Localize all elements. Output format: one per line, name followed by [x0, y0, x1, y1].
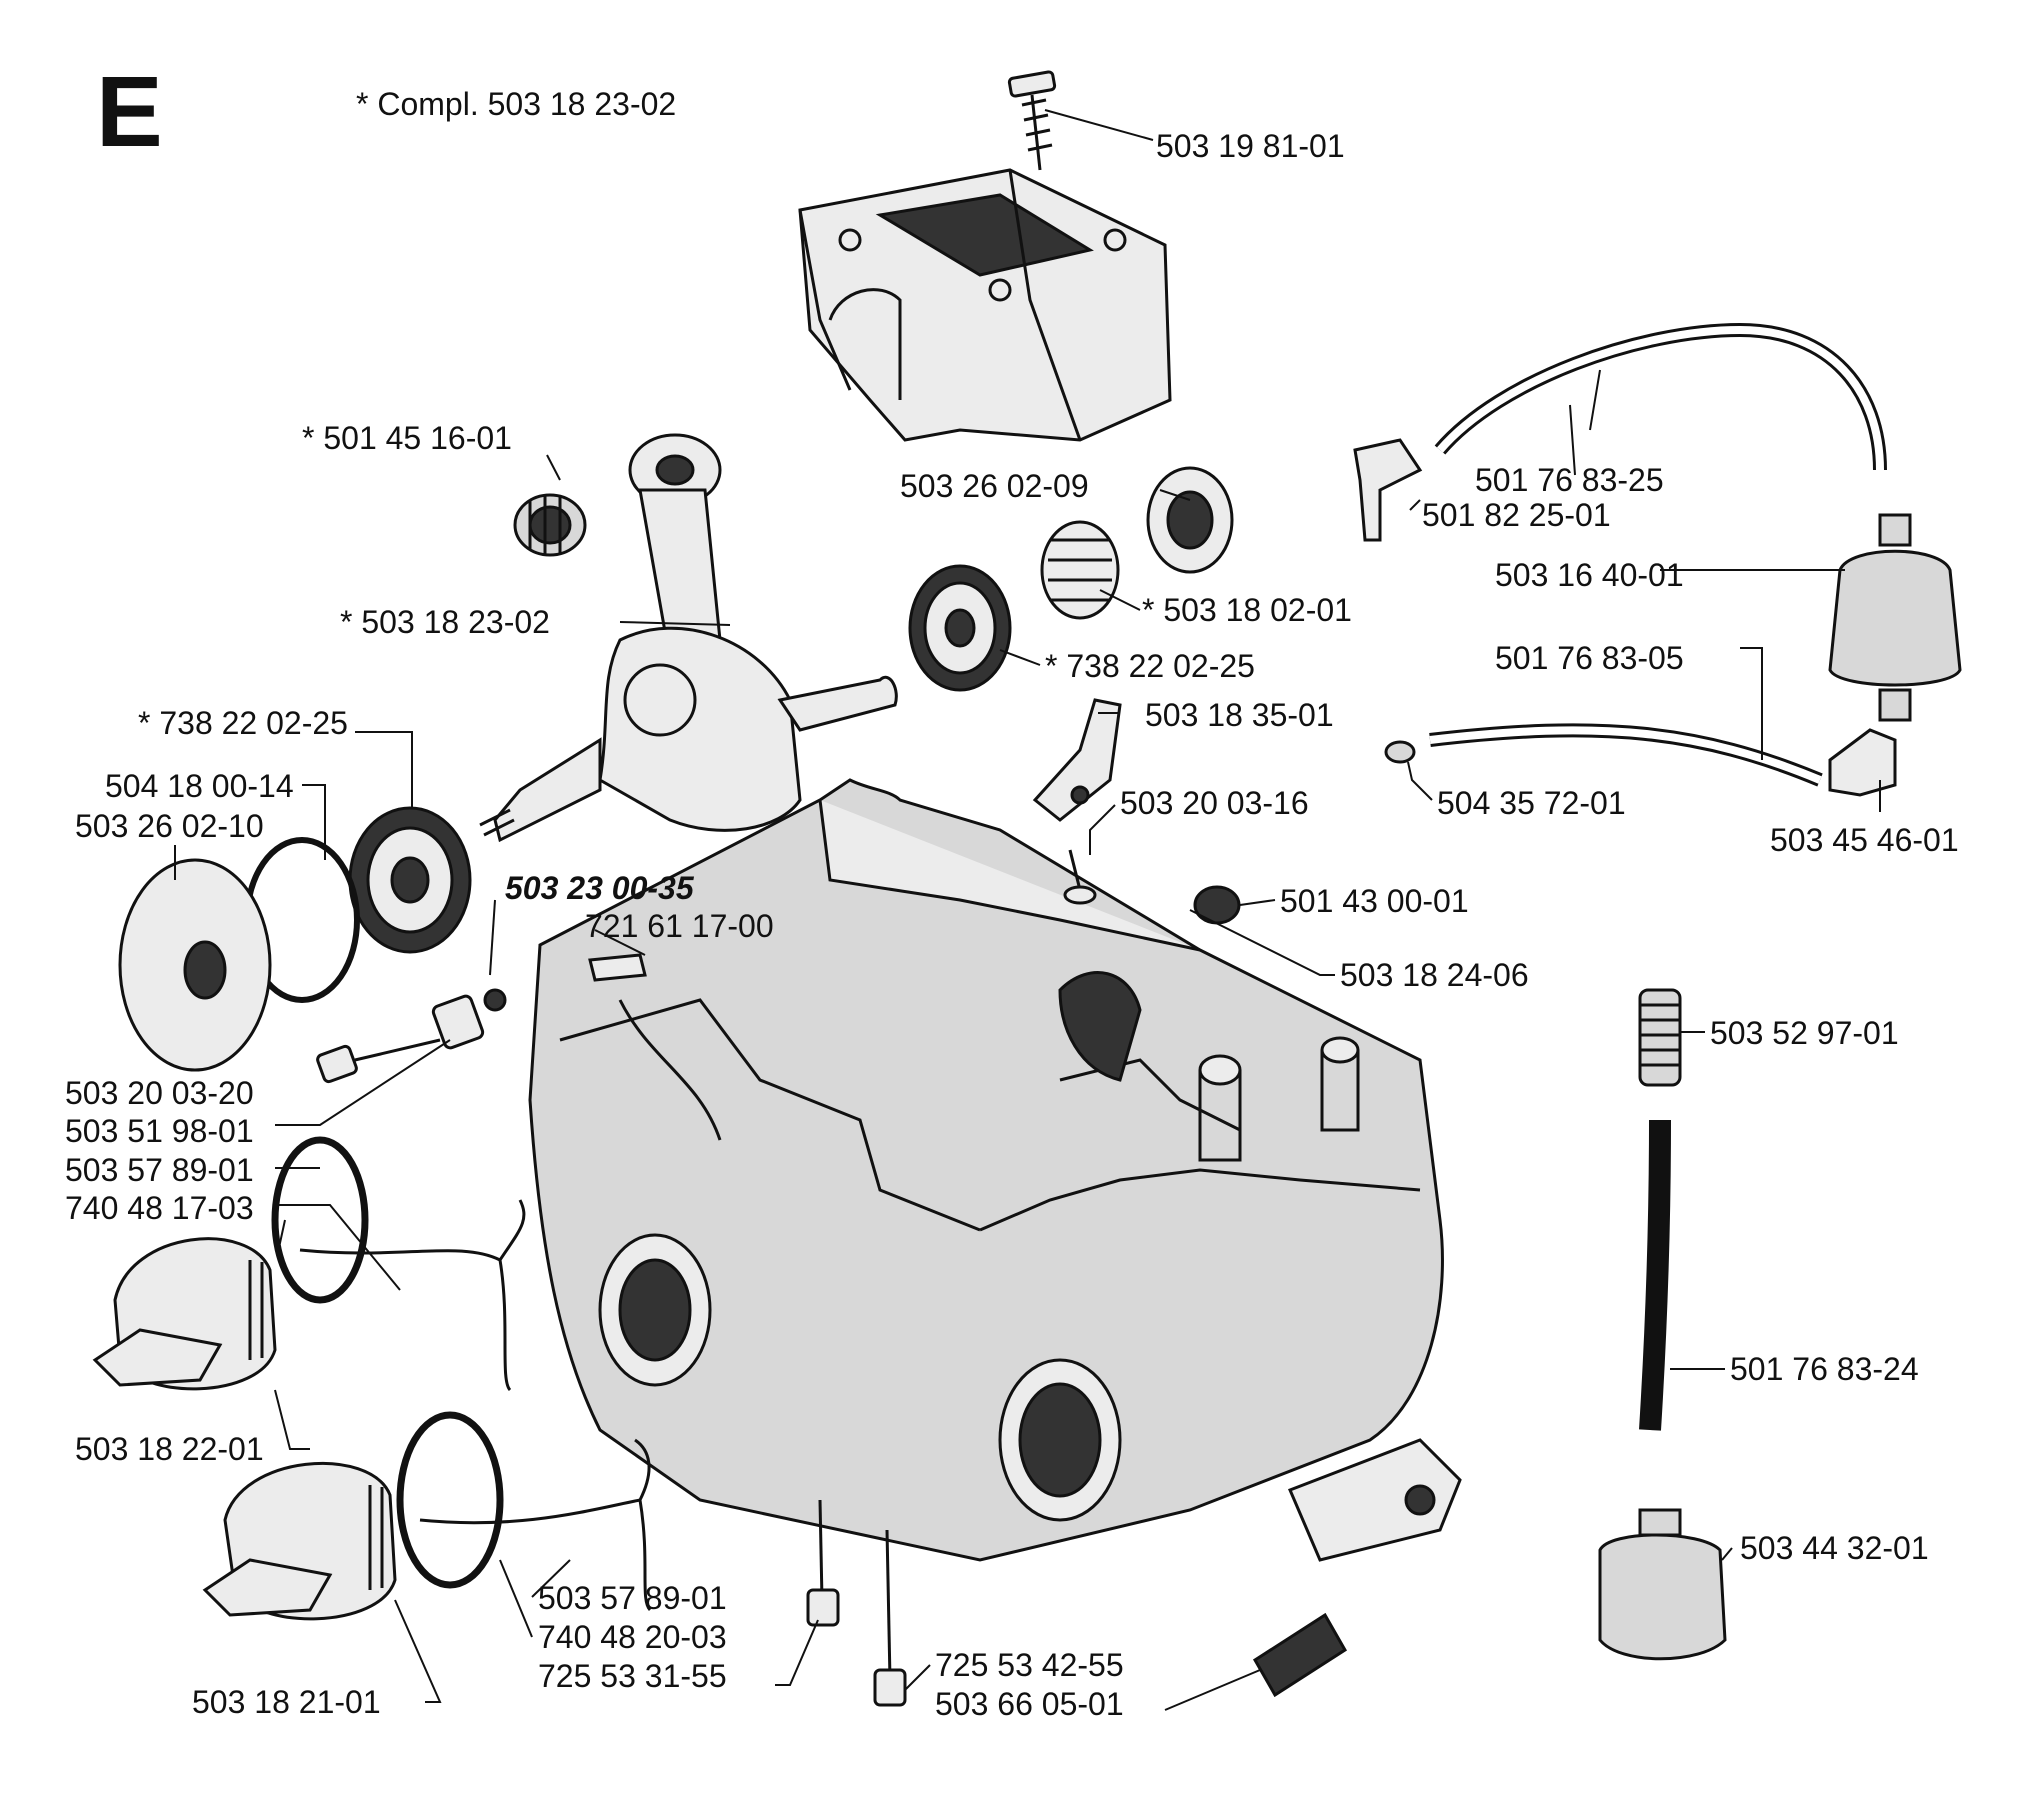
label-503-18-22-01: 503 18 22-01 — [75, 1431, 264, 1467]
label-501-76-83-25: 501 76 83-25 — [1475, 462, 1664, 498]
label-503-18-35-01: 503 18 35-01 — [1145, 697, 1334, 733]
clamp-part — [1032, 698, 1122, 822]
label-738-22-02-25-right: * 738 22 02-25 — [1045, 648, 1255, 684]
needle-bearing — [513, 493, 587, 557]
sleeve-bottom — [1252, 1612, 1348, 1698]
nipple-elbow — [1353, 438, 1423, 542]
elbow-fitting — [1828, 728, 1897, 797]
pin-top — [588, 953, 647, 982]
fuel-filter — [1828, 513, 1962, 722]
label-503-44-32-01: 503 44 32-01 — [1740, 1530, 1929, 1566]
compl-note: * Compl. 503 18 23-02 — [356, 86, 677, 122]
spring-coil — [1638, 988, 1682, 1087]
leader-lines — [174, 109, 1881, 1711]
plug-lower — [202, 1411, 504, 1621]
label-501-76-83-05: 501 76 83-05 — [1495, 640, 1684, 676]
screw-top — [1007, 70, 1057, 171]
label-503-51-98-01: 503 51 98-01 — [65, 1113, 254, 1149]
label-501-45-16-01: * 501 45 16-01 — [302, 420, 512, 456]
label-721-61-17-00: 721 61 17-00 — [585, 908, 774, 944]
label-503-26-02-09: 503 26 02-09 — [900, 468, 1089, 504]
crankcase — [528, 778, 1462, 1562]
label-501-43-00-01: 501 43 00-01 — [1280, 883, 1469, 919]
label-503-18-24-06: 503 18 24-06 — [1340, 957, 1529, 993]
label-501-82-25-01: 501 82 25-01 — [1422, 497, 1611, 533]
screw-small — [1063, 849, 1097, 905]
label-503-26-02-10: 503 26 02-10 — [75, 808, 264, 844]
label-504-18-00-14: 504 18 00-14 — [105, 768, 294, 804]
label-503-18-23-02: * 503 18 23-02 — [340, 604, 550, 640]
label-503-18-02-01: * 503 18 02-01 — [1142, 592, 1352, 628]
label-503-57-89-01-upper: 503 57 89-01 — [65, 1152, 254, 1188]
strap-upper — [299, 1199, 526, 1392]
strap-lower — [419, 1438, 652, 1612]
label-503-18-21-01: 503 18 21-01 — [192, 1684, 381, 1720]
section-letter: E — [96, 56, 163, 168]
plug-upper — [92, 1136, 369, 1391]
hose-lower — [1429, 723, 1823, 787]
sleeve-threaded — [1040, 520, 1120, 620]
label-725-53-31-55: 725 53 31-55 — [538, 1658, 727, 1694]
screw-bottom-a — [806, 1499, 840, 1627]
label-503-16-40-01: 503 16 40-01 — [1495, 557, 1684, 593]
label-503-45-46-01: 503 45 46-01 — [1770, 822, 1959, 858]
ball-bearing-right — [908, 564, 1012, 692]
washer-left — [118, 858, 272, 1072]
crankshaft — [479, 433, 898, 843]
seal-ring — [1146, 466, 1234, 574]
label-738-22-02-25-left: * 738 22 02-25 — [138, 705, 348, 741]
label-503-19-81-01: 503 19 81-01 — [1156, 128, 1345, 164]
label-503-20-03-16: 503 20 03-16 — [1120, 785, 1309, 821]
label-504-35-72-01: 504 35 72-01 — [1437, 785, 1626, 821]
grommet — [1193, 885, 1241, 925]
fuel-pickup-filter — [1598, 1508, 1727, 1661]
cylinder — [798, 168, 1172, 442]
ball-bearing-left — [348, 806, 472, 954]
pickup-hose — [1639, 1119, 1671, 1431]
label-503-52-97-01: 503 52 97-01 — [1710, 1015, 1899, 1051]
label-740-48-20-03: 740 48 20-03 — [538, 1619, 727, 1655]
label-503-57-89-01-lower: 503 57 89-01 — [538, 1580, 727, 1616]
screw-bottom-b — [873, 1529, 907, 1707]
label-503-23-00-35: 503 23 00-35 — [505, 870, 694, 906]
label-501-76-83-24: 501 76 83-24 — [1730, 1351, 1919, 1387]
label-503-20-03-20: 503 20 03-20 — [65, 1075, 254, 1111]
hose-upper — [1434, 322, 1887, 471]
plug-small — [1384, 740, 1416, 764]
label-740-48-17-03: 740 48 17-03 — [65, 1190, 254, 1226]
label-725-53-42-55: 725 53 42-55 — [935, 1647, 1124, 1683]
label-503-66-05-01: 503 66 05-01 — [935, 1686, 1124, 1722]
screw-left — [316, 988, 507, 1084]
